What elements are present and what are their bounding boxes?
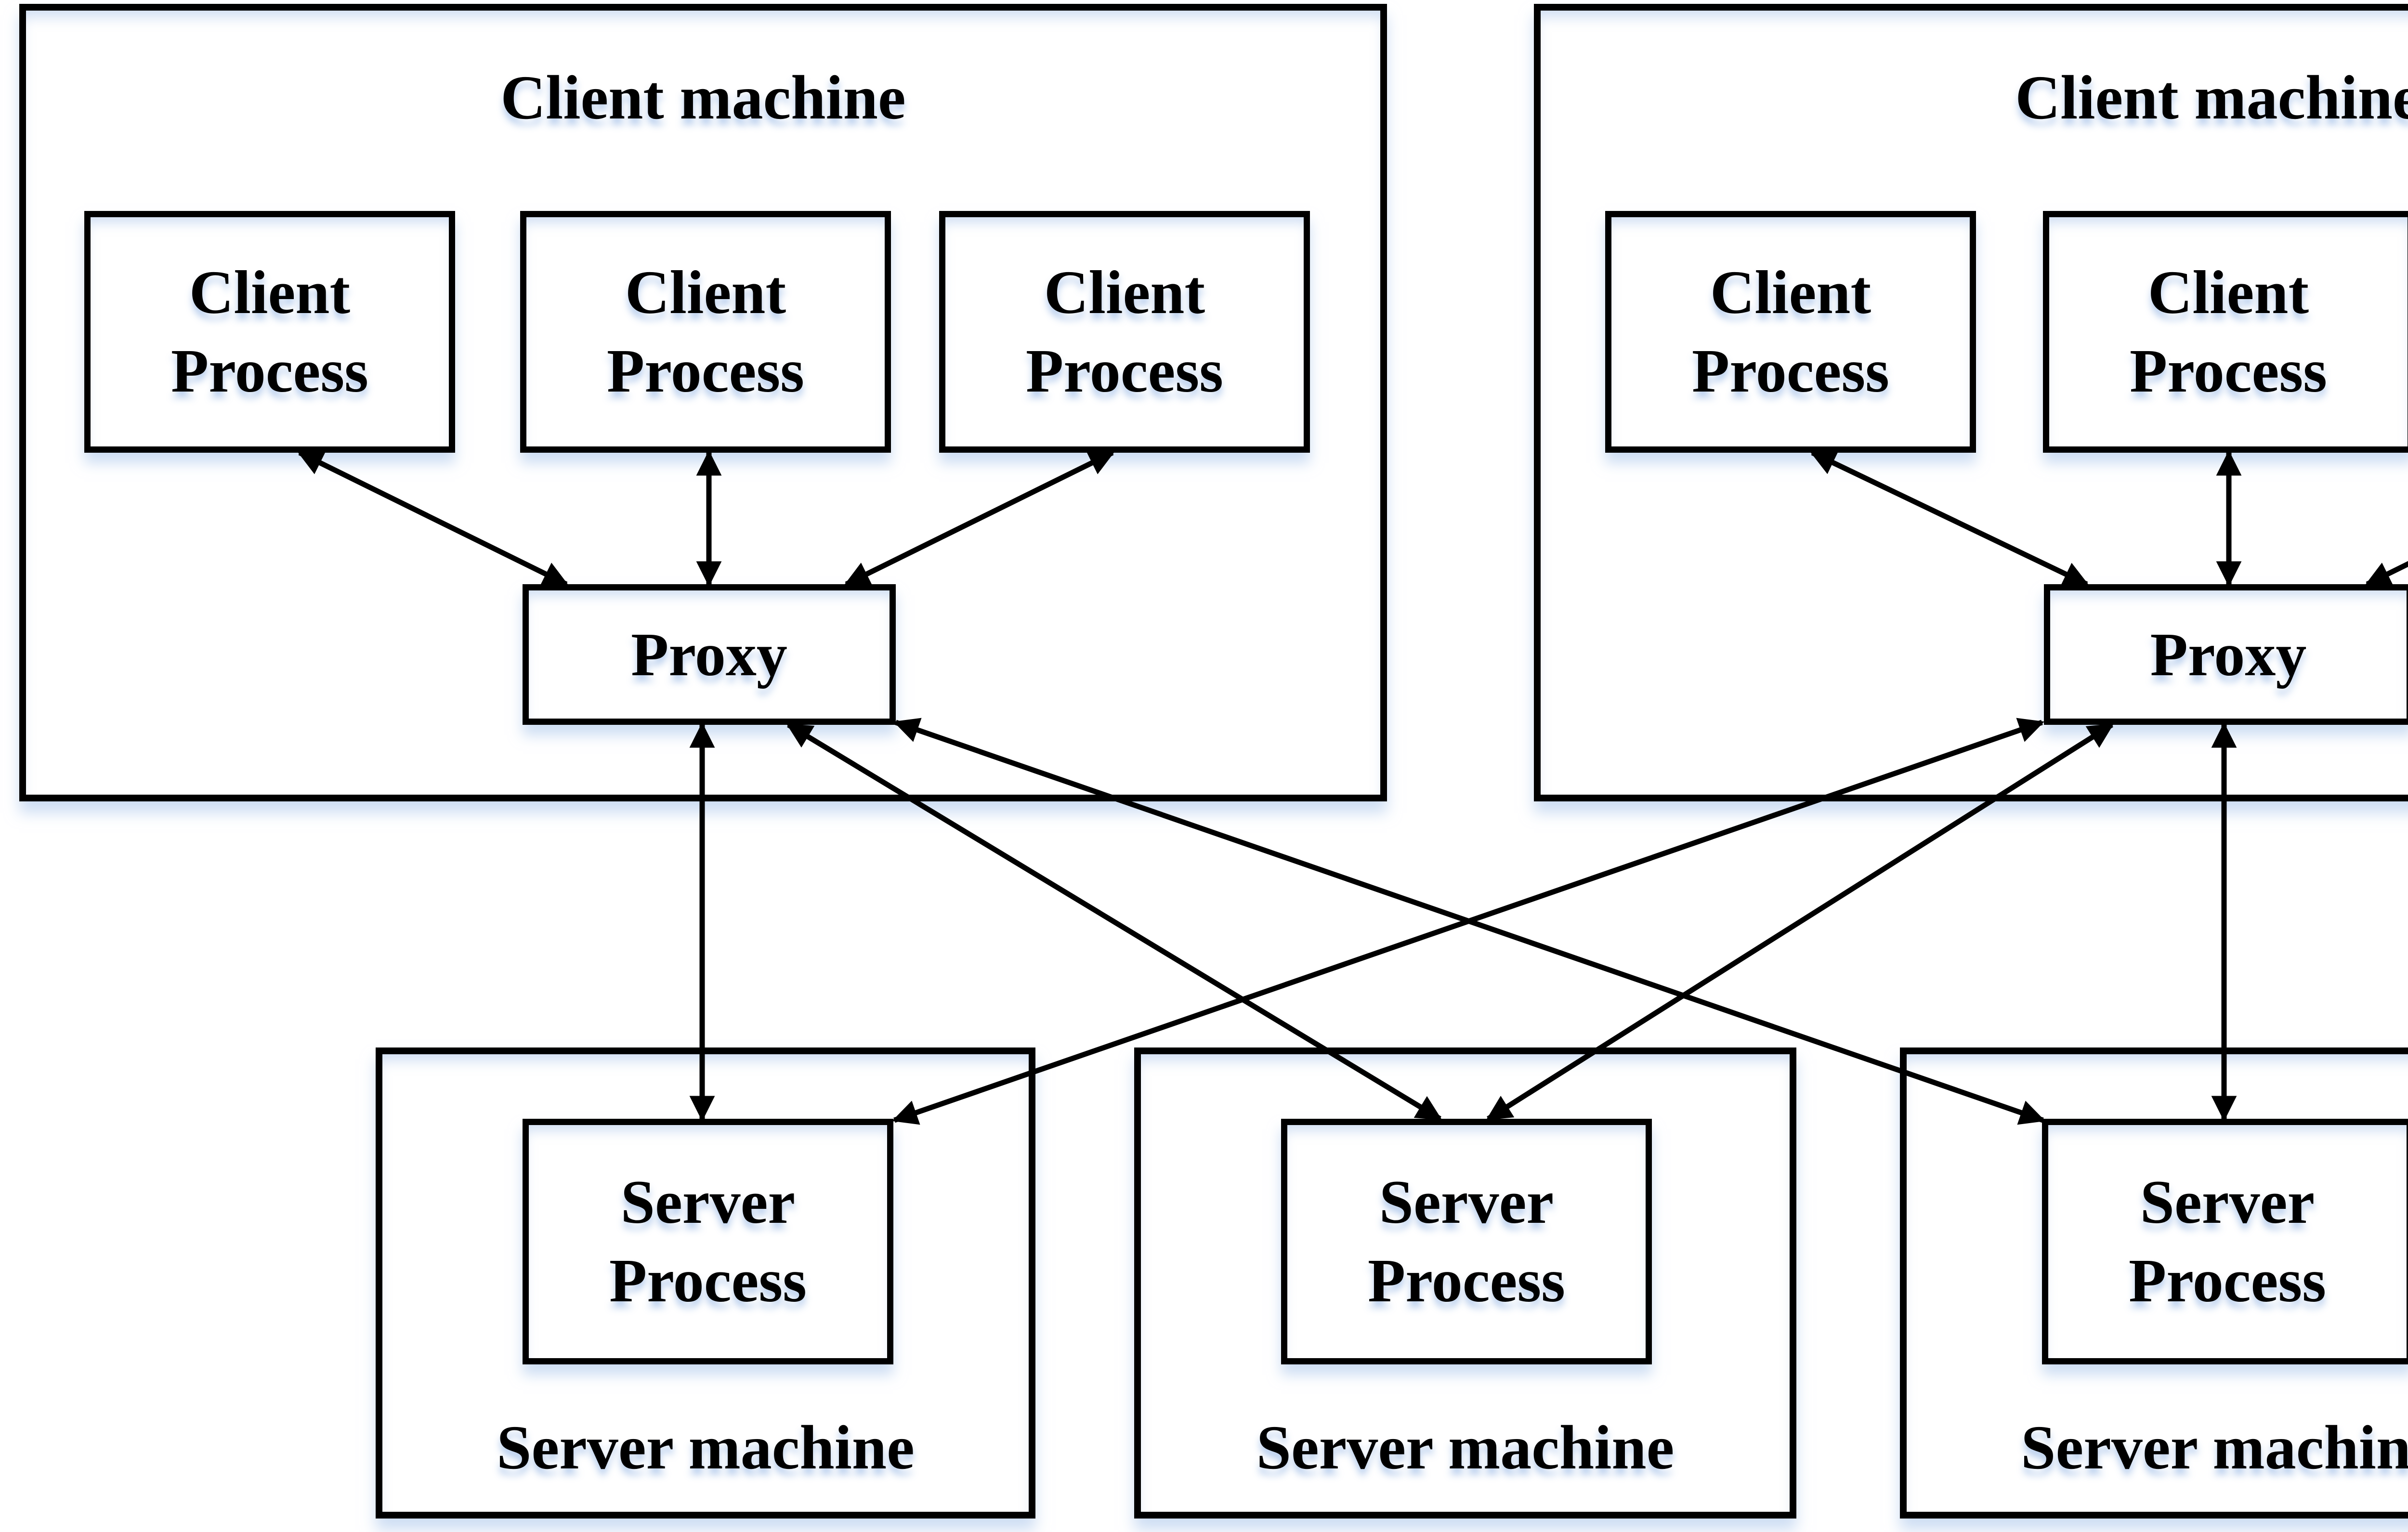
client-machine-2-title: Client machine — [2015, 63, 2408, 132]
server-process-1-label-line2: Process — [609, 1246, 807, 1315]
server-process-2-label-line2: Process — [1368, 1246, 1565, 1315]
client-process-1-3-label-line1: Client — [1044, 258, 1205, 327]
client-process-2-2-label-line1: Client — [2147, 258, 2309, 327]
client-process-1-1-label-line1: Client — [189, 258, 351, 327]
client-process-1-3: Client Process — [939, 211, 1310, 453]
server-process-3-label-line2: Process — [2129, 1246, 2326, 1315]
client-process-1-1: Client Process — [84, 211, 455, 453]
client-machine-1-title: Client machine — [500, 63, 906, 132]
server-process-1: Server Process — [523, 1119, 893, 1364]
client-process-2-2: Client Process — [2043, 211, 2408, 453]
client-process-2-1: Client Process — [1605, 211, 1976, 453]
proxy-2-label: Proxy — [2150, 620, 2307, 689]
proxy-1: Proxy — [523, 584, 896, 725]
server-process-1-label-line1: Server — [620, 1168, 796, 1237]
client-process-1-3-label-line2: Process — [1026, 337, 1223, 405]
server-machine-2-label: Server machine — [1256, 1413, 1675, 1482]
server-machine-3-label: Server machine — [2021, 1413, 2408, 1482]
client-process-1-1-label-line2: Process — [171, 337, 368, 405]
client-process-2-1-label-line2: Process — [1692, 337, 1889, 405]
server-process-3-label-line1: Server — [2140, 1168, 2315, 1237]
client-process-1-2-label-line1: Client — [625, 258, 786, 327]
client-process-1-2-label-line2: Process — [607, 337, 804, 405]
proxy-2: Proxy — [2044, 584, 2408, 725]
proxy-1-label: Proxy — [631, 620, 787, 689]
client-process-2-2-label-line2: Process — [2130, 337, 2327, 405]
server-process-2: Server Process — [1281, 1119, 1652, 1364]
server-process-3: Server Process — [2042, 1119, 2408, 1364]
client-process-1-2: Client Process — [520, 211, 891, 453]
server-machine-1-label: Server machine — [497, 1413, 915, 1482]
client-process-2-1-label-line1: Client — [1710, 258, 1871, 327]
server-process-2-label-line1: Server — [1379, 1168, 1554, 1237]
